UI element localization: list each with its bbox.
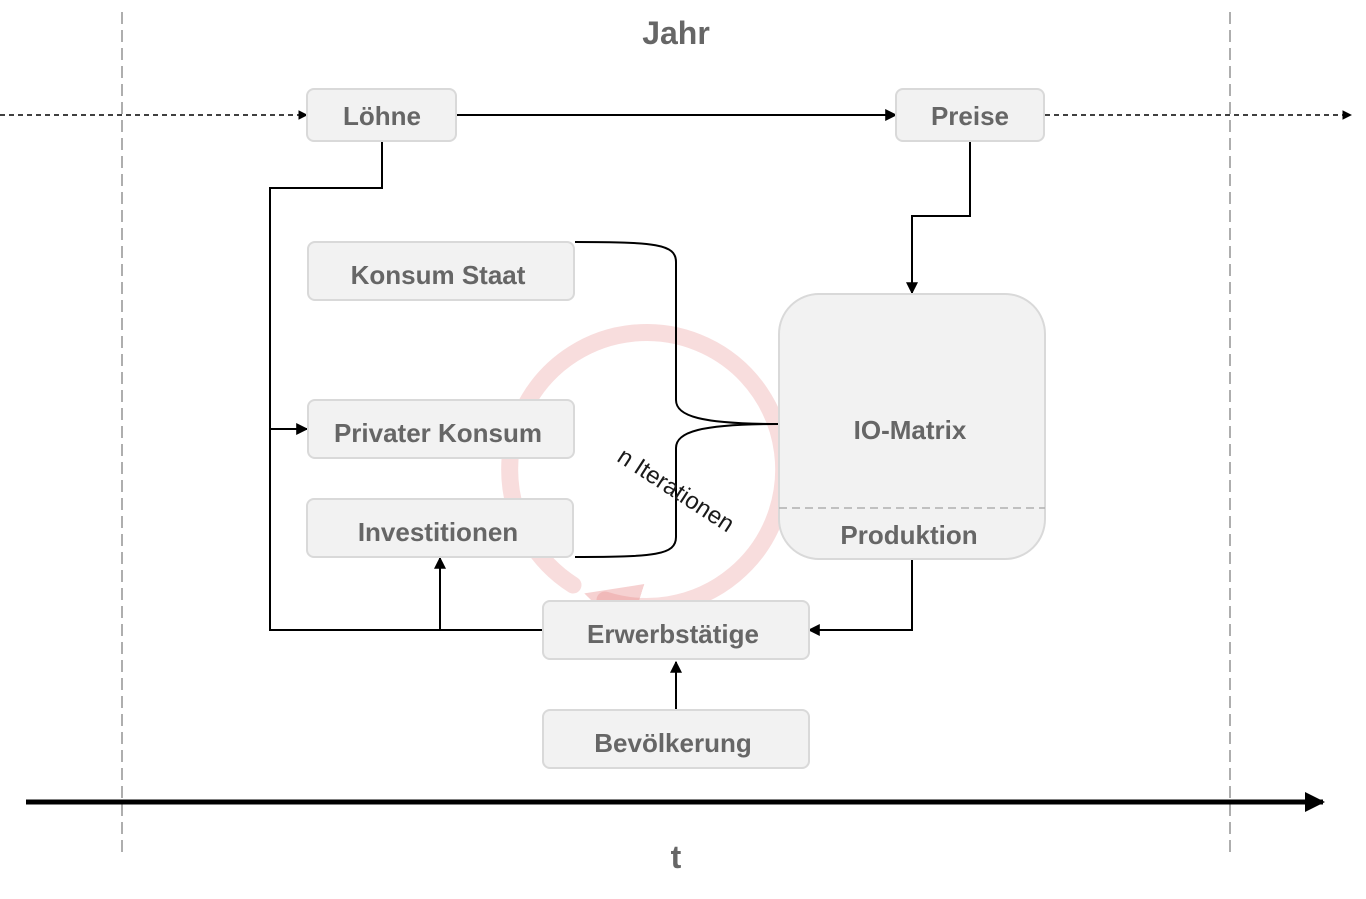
preise-to-io-matrix-connector xyxy=(906,141,971,295)
time-axis-label: t xyxy=(671,839,682,875)
node-preise: Preise xyxy=(895,88,1045,142)
node-investitionen-label: Investitionen xyxy=(358,517,518,547)
iteration-loop-arc xyxy=(501,324,793,636)
node-bevoelkerung: Bevölkerung xyxy=(542,709,810,769)
node-privater-konsum: Privater Konsum xyxy=(307,399,575,459)
iteration-loop xyxy=(501,324,793,636)
node-io-matrix-label: IO-Matrix xyxy=(854,415,967,445)
node-io-matrix: IO-Matrix Produktion xyxy=(778,293,1046,560)
node-privater-konsum-label: Privater Konsum xyxy=(334,418,542,448)
produktion-to-erwerbstaetige-connector xyxy=(807,560,913,636)
node-erwerbstaetige-label: Erwerbstätige xyxy=(587,619,759,649)
node-bevoelkerung-label: Bevölkerung xyxy=(594,728,752,758)
loehne-to-privater-konsum-connector xyxy=(269,141,383,435)
node-loehne-label: Löhne xyxy=(343,101,421,131)
node-produktion-label: Produktion xyxy=(840,520,977,550)
year-title: Jahr xyxy=(642,15,710,51)
node-loehne: Löhne xyxy=(306,88,457,142)
node-preise-label: Preise xyxy=(931,101,1009,131)
erwerbstaetige-left-connector xyxy=(269,429,543,631)
node-konsum-staat: Konsum Staat xyxy=(307,241,575,301)
node-konsum-staat-label: Konsum Staat xyxy=(351,260,526,290)
node-erwerbstaetige: Erwerbstätige xyxy=(542,600,810,660)
node-investitionen: Investitionen xyxy=(306,498,574,558)
demand-brace xyxy=(574,241,780,558)
